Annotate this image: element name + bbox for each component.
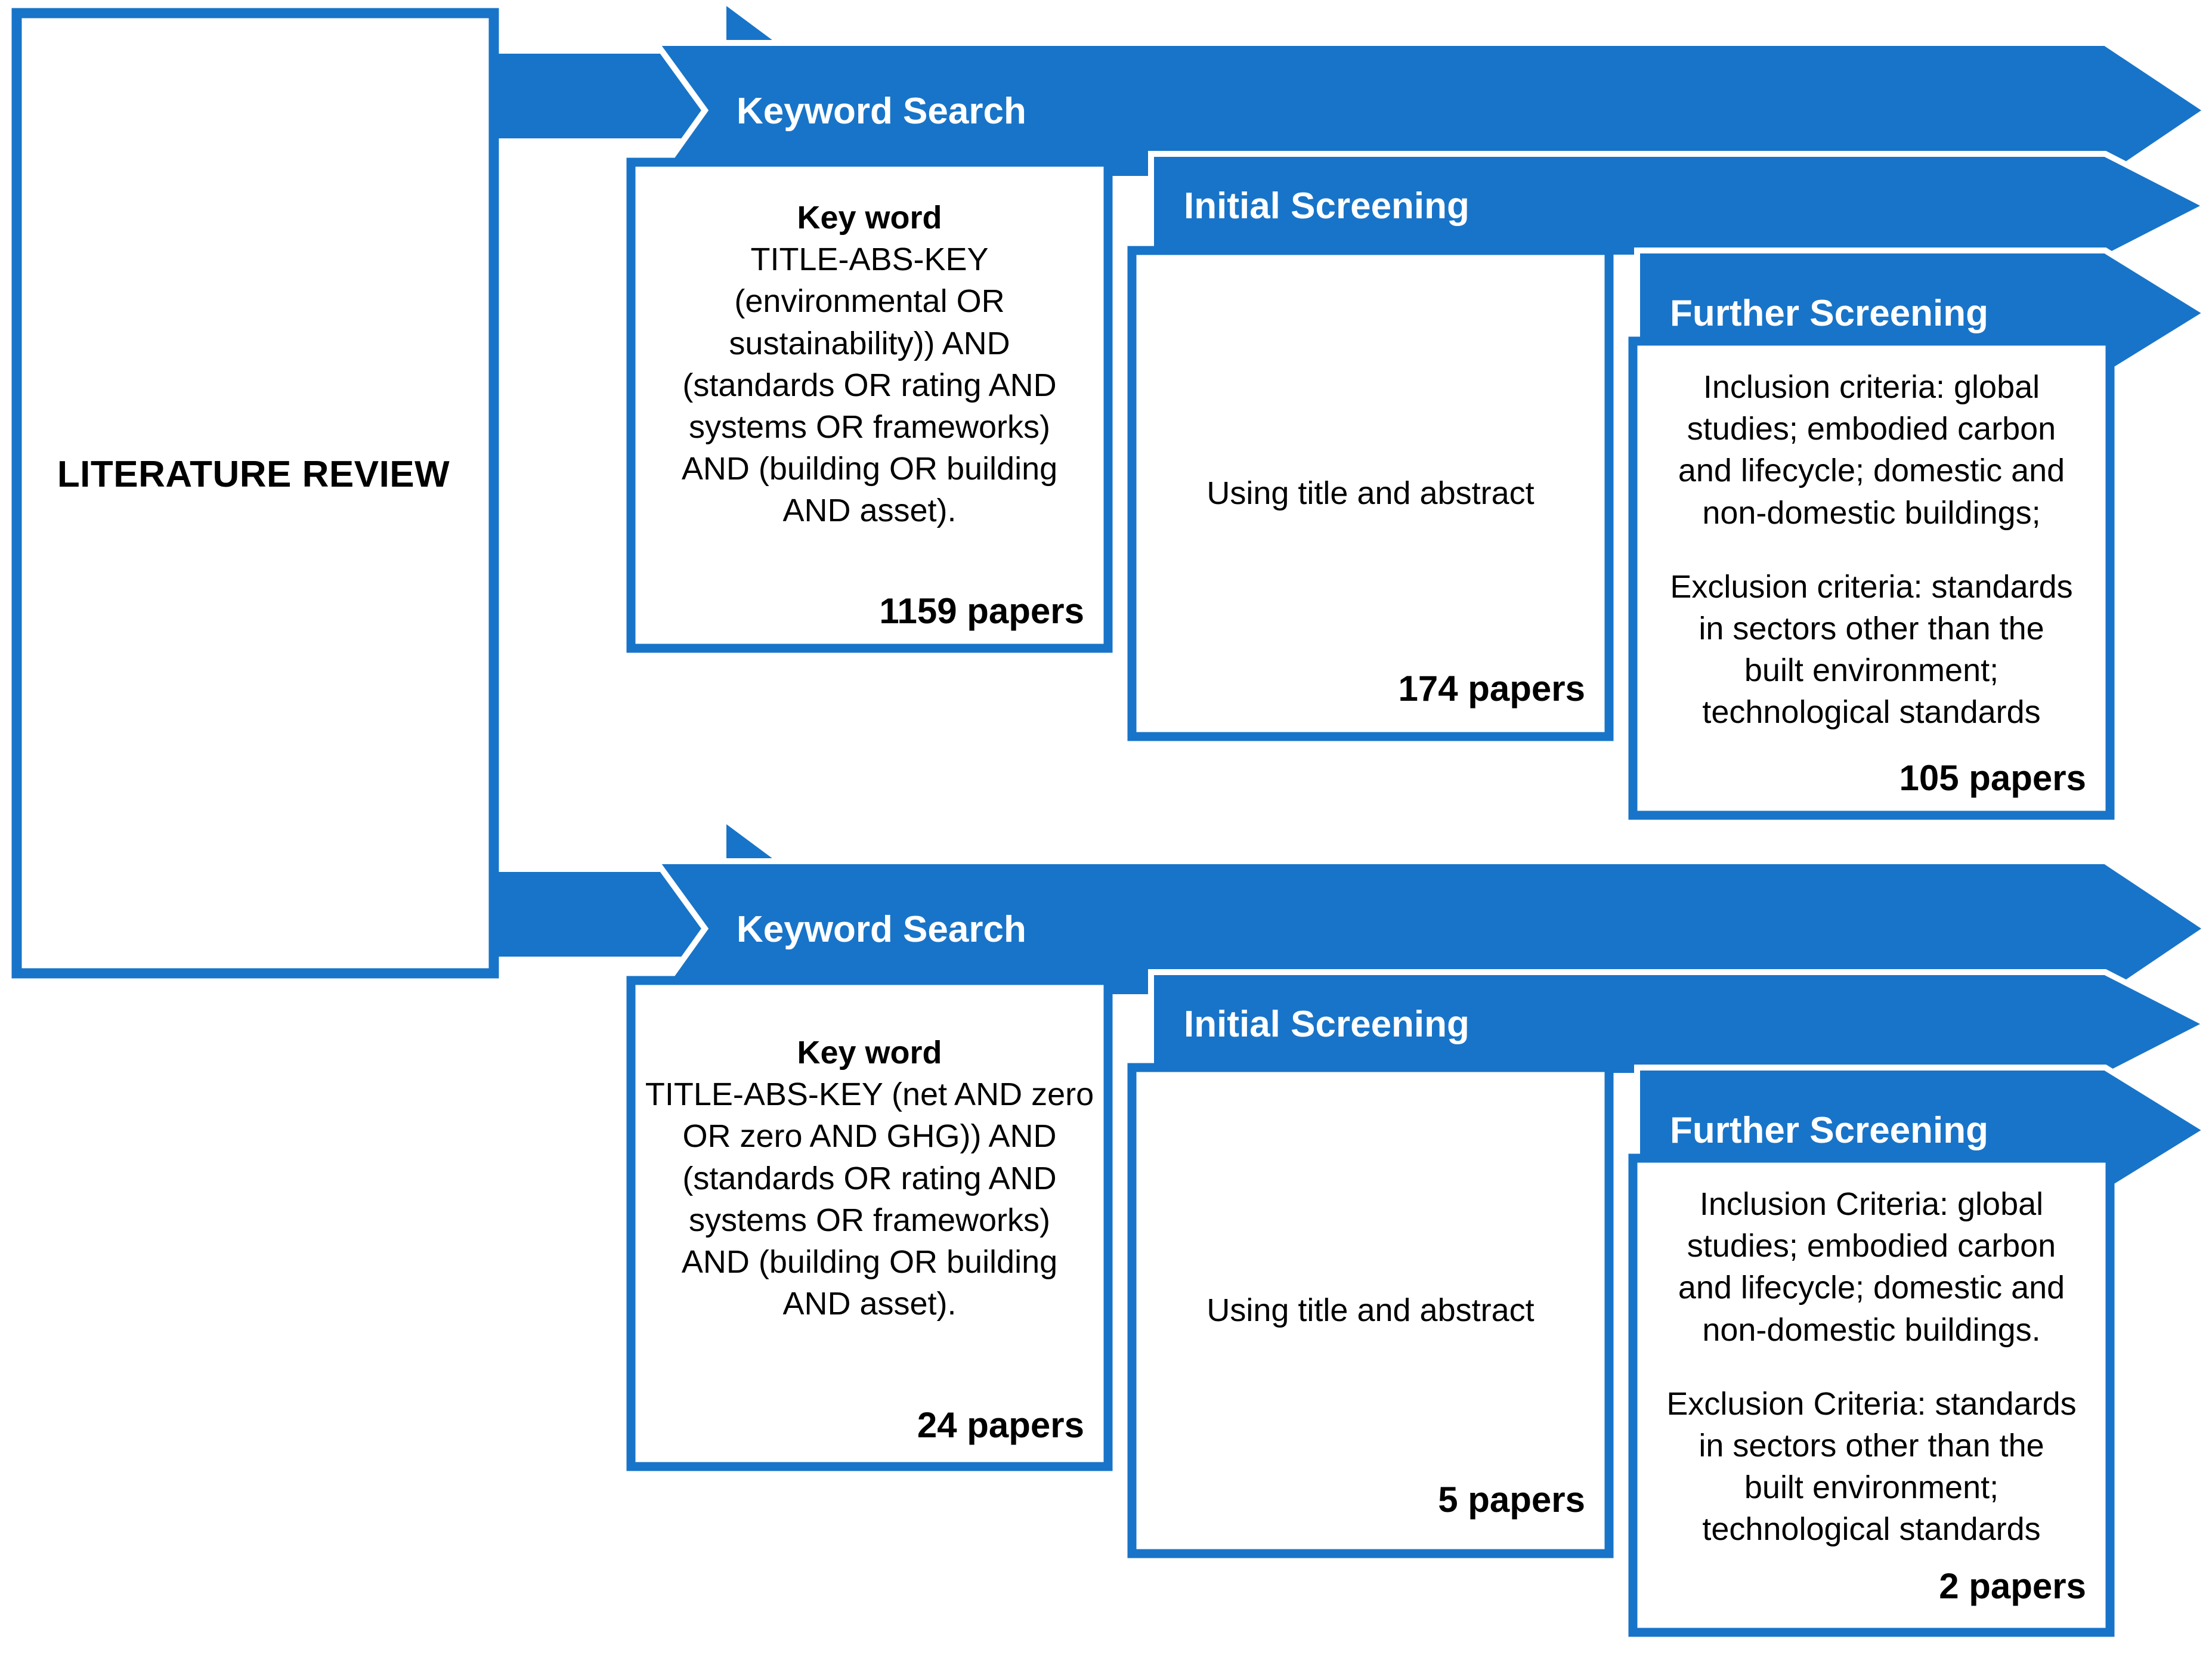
keyword-box-1[interactable] bbox=[626, 157, 1113, 653]
literature-review-box[interactable] bbox=[11, 8, 499, 979]
further-screening-box-2[interactable] bbox=[1628, 1153, 2115, 1637]
body-line: Using title and abstract bbox=[1206, 475, 1535, 512]
body-line: in sectors other than the bbox=[1699, 610, 2044, 646]
body-line: AND asset). bbox=[782, 493, 957, 529]
arrow-label-keyword-search-1: Keyword Search bbox=[737, 43, 1026, 179]
body-line: Inclusion Criteria: global bbox=[1699, 1186, 2044, 1222]
keyword-box-1-count: 1159 papers bbox=[879, 591, 1084, 631]
arrow-label-text: Further Screening bbox=[1670, 292, 1988, 334]
body-line: Exclusion criteria: standards bbox=[1670, 568, 2073, 605]
body-line: and lifecycle; domestic and bbox=[1678, 1270, 2065, 1306]
arrow-label-text: Initial Screening bbox=[1184, 1003, 1469, 1045]
body-line: (standards OR rating AND bbox=[682, 367, 1057, 403]
keyword-box-2-heading: Key word bbox=[797, 1035, 942, 1071]
initial-screening-box-2-body: Using title and abstract bbox=[1132, 1068, 1609, 1554]
further-screening-box-2-text: Inclusion Criteria: global studies; embod… bbox=[1646, 1183, 2097, 1551]
arrow-label-initial-screening-2: Initial Screening bbox=[1184, 972, 1469, 1076]
further-screening-box-2-body: Inclusion Criteria: global studies; embod… bbox=[1633, 1169, 2110, 1574]
initial-screening-box-1-count: 174 papers bbox=[1398, 669, 1585, 709]
body-line: Exclusion Criteria: standards bbox=[1666, 1385, 2077, 1422]
page-title: LITERATURE REVIEW bbox=[57, 454, 450, 495]
body-line: built environment; bbox=[1744, 652, 1999, 689]
initial-screening-box-2-count: 5 papers bbox=[1438, 1480, 1585, 1520]
body-line: non-domestic buildings; bbox=[1702, 494, 2041, 531]
body-line: studies; embodied carbon bbox=[1687, 1228, 2056, 1264]
keyword-box-2[interactable] bbox=[626, 976, 1113, 1471]
body-line: in sectors other than the bbox=[1699, 1427, 2044, 1464]
arrow-label-further-screening-2: Further Screening bbox=[1670, 1068, 1988, 1193]
keyword-box-2-body: Key word TITLE-ABS-KEY (net AND zero OR z… bbox=[631, 1008, 1108, 1413]
paragraph-spacer bbox=[1646, 534, 2097, 566]
further-screening-box-1-body: Inclusion criteria: global studies; embod… bbox=[1633, 352, 2110, 757]
body-line: TITLE-ABS-KEY (net AND zero bbox=[645, 1076, 1094, 1113]
keyword-box-2-text: TITLE-ABS-KEY (net AND zero OR zero AND G… bbox=[644, 1074, 1095, 1325]
initial-screening-box-1-text: Using title and abstract bbox=[1145, 472, 1596, 514]
body-line: non-domestic buildings. bbox=[1702, 1311, 2041, 1348]
keyword-box-2-count: 24 papers bbox=[917, 1405, 1084, 1445]
keyword-box-1-text: TITLE-ABS-KEY (environmental OR sustainabi… bbox=[644, 239, 1095, 531]
body-line: AND (building OR building bbox=[681, 1243, 1058, 1280]
arrow-label-keyword-search-2: Keyword Search bbox=[737, 861, 1026, 997]
body-line: AND (building OR building bbox=[681, 451, 1058, 487]
body-line: Inclusion criteria: global bbox=[1703, 369, 2040, 405]
body-line: (standards OR rating AND bbox=[682, 1160, 1057, 1196]
body-line: studies; embodied carbon bbox=[1687, 411, 2056, 447]
body-line: systems OR frameworks) bbox=[688, 409, 1051, 445]
body-line: sustainability)) AND bbox=[729, 325, 1010, 361]
body-line: technological standards bbox=[1702, 1511, 2041, 1548]
initial-screening-box-1[interactable] bbox=[1127, 246, 1614, 741]
further-screening-box-1-text: Inclusion criteria: global studies; embod… bbox=[1646, 366, 2097, 734]
initial-screening-banner-2[interactable] bbox=[1148, 969, 2212, 1079]
body-line: and lifecycle; domestic and bbox=[1678, 453, 2065, 489]
paragraph-spacer bbox=[1646, 1351, 2097, 1383]
arrow-label-text: Keyword Search bbox=[737, 908, 1026, 950]
arrow-label-further-screening-1: Further Screening bbox=[1670, 250, 1988, 376]
initial-screening-box-2[interactable] bbox=[1127, 1063, 1614, 1558]
body-line: built environment; bbox=[1744, 1470, 1999, 1506]
initial-screening-banner-1[interactable] bbox=[1148, 151, 2212, 261]
further-screening-box-1[interactable] bbox=[1628, 336, 2115, 820]
further-screening-box-1-count: 105 papers bbox=[1899, 758, 2086, 798]
body-line: OR zero AND GHG)) AND bbox=[682, 1118, 1057, 1155]
body-line: AND asset). bbox=[782, 1286, 957, 1322]
arrow-label-text: Further Screening bbox=[1670, 1109, 1988, 1151]
body-line: Using title and abstract bbox=[1206, 1292, 1535, 1329]
keyword-box-1-heading: Key word bbox=[797, 200, 942, 236]
body-line: (environmental OR bbox=[734, 283, 1005, 320]
body-line: technological standards bbox=[1702, 694, 2041, 731]
keyword-box-1-body: Key word TITLE-ABS-KEY (environmental OR s… bbox=[631, 173, 1108, 579]
initial-screening-box-2-text: Using title and abstract bbox=[1145, 1289, 1596, 1331]
further-screening-box-2-count: 2 papers bbox=[1939, 1566, 2086, 1606]
initial-screening-box-1-body: Using title and abstract bbox=[1132, 250, 1609, 737]
arrow-label-text: Keyword Search bbox=[737, 90, 1026, 132]
body-line: systems OR frameworks) bbox=[688, 1202, 1051, 1238]
arrow-label-initial-screening-1: Initial Screening bbox=[1184, 154, 1469, 258]
arrow-label-text: Initial Screening bbox=[1184, 185, 1469, 227]
body-line: TITLE-ABS-KEY bbox=[750, 242, 989, 278]
